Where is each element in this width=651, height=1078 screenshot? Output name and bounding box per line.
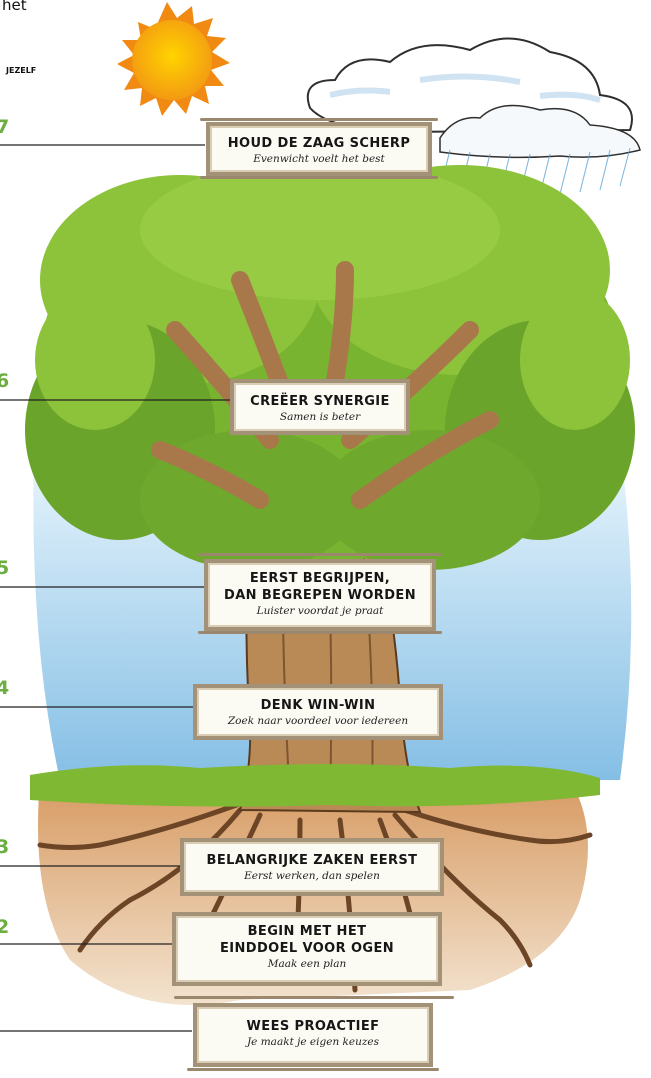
habit-title-5-line1: EERST BEGRIJPEN, <box>208 570 432 587</box>
habit-number-3: 3 <box>0 836 9 858</box>
habit-sign-3: BELANGRIJKE ZAKEN EERST Eerst werken, da… <box>180 838 444 896</box>
sun-icon <box>117 2 230 116</box>
sign-stick <box>200 176 438 179</box>
habit-title-1: WEES PROACTIEF <box>197 1018 429 1035</box>
sign-stick <box>187 1068 439 1071</box>
habit-sign-7: HOUD DE ZAAG SCHERP Evenwicht voelt het … <box>206 122 432 176</box>
habit-subtitle-1: Je maakt je eigen keuzes <box>197 1035 429 1049</box>
habit-title-7: HOUD DE ZAAG SCHERP <box>210 135 428 152</box>
habit-sign-2: BEGIN MET HET EINDDOEL VOOR OGEN Maak ee… <box>172 912 442 986</box>
grass <box>30 764 600 807</box>
habit-title-3: BELANGRIJKE ZAKEN EERST <box>184 852 440 869</box>
habit-number-6: 6 <box>0 370 9 392</box>
habit-subtitle-7: Evenwicht voelt het best <box>210 152 428 166</box>
habit-subtitle-6: Samen is beter <box>234 410 406 424</box>
sign-stick <box>198 631 442 634</box>
habit-title-2-line2: EINDDOEL VOOR OGEN <box>176 940 438 957</box>
habit-sign-1: WEES PROACTIEF Je maakt je eigen keuzes <box>193 1003 433 1067</box>
habit-number-5: 5 <box>0 557 9 579</box>
habit-title-5-line2: DAN BEGREPEN WORDEN <box>208 587 432 604</box>
habit-subtitle-4: Zoek naar voordeel voor iedereen <box>197 714 439 728</box>
sign-stick <box>198 553 442 556</box>
habit-title-4: DENK WIN-WIN <box>197 697 439 714</box>
habit-title-6: CREËER SYNERGIE <box>234 393 406 410</box>
habit-number-7: 7 <box>0 116 9 138</box>
sign-stick <box>200 118 438 121</box>
jezelf-label: JEZELF <box>6 66 36 75</box>
habit-subtitle-5: Luister voordat je praat <box>208 604 432 618</box>
habit-sign-6: CREËER SYNERGIE Samen is beter <box>230 379 410 435</box>
habit-subtitle-3: Eerst werken, dan spelen <box>184 869 440 883</box>
habit-number-2: 2 <box>0 916 9 938</box>
habit-subtitle-2: Maak een plan <box>176 957 438 971</box>
habit-title-2-line1: BEGIN MET HET <box>176 923 438 940</box>
sign-stick <box>174 996 454 999</box>
habit-sign-4: DENK WIN-WIN Zoek naar voordeel voor ied… <box>193 684 443 740</box>
habit-number-4: 4 <box>0 677 9 699</box>
top-left-word: het <box>2 0 27 14</box>
habit-sign-5: EERST BEGRIJPEN, DAN BEGREPEN WORDEN Lui… <box>204 559 436 631</box>
